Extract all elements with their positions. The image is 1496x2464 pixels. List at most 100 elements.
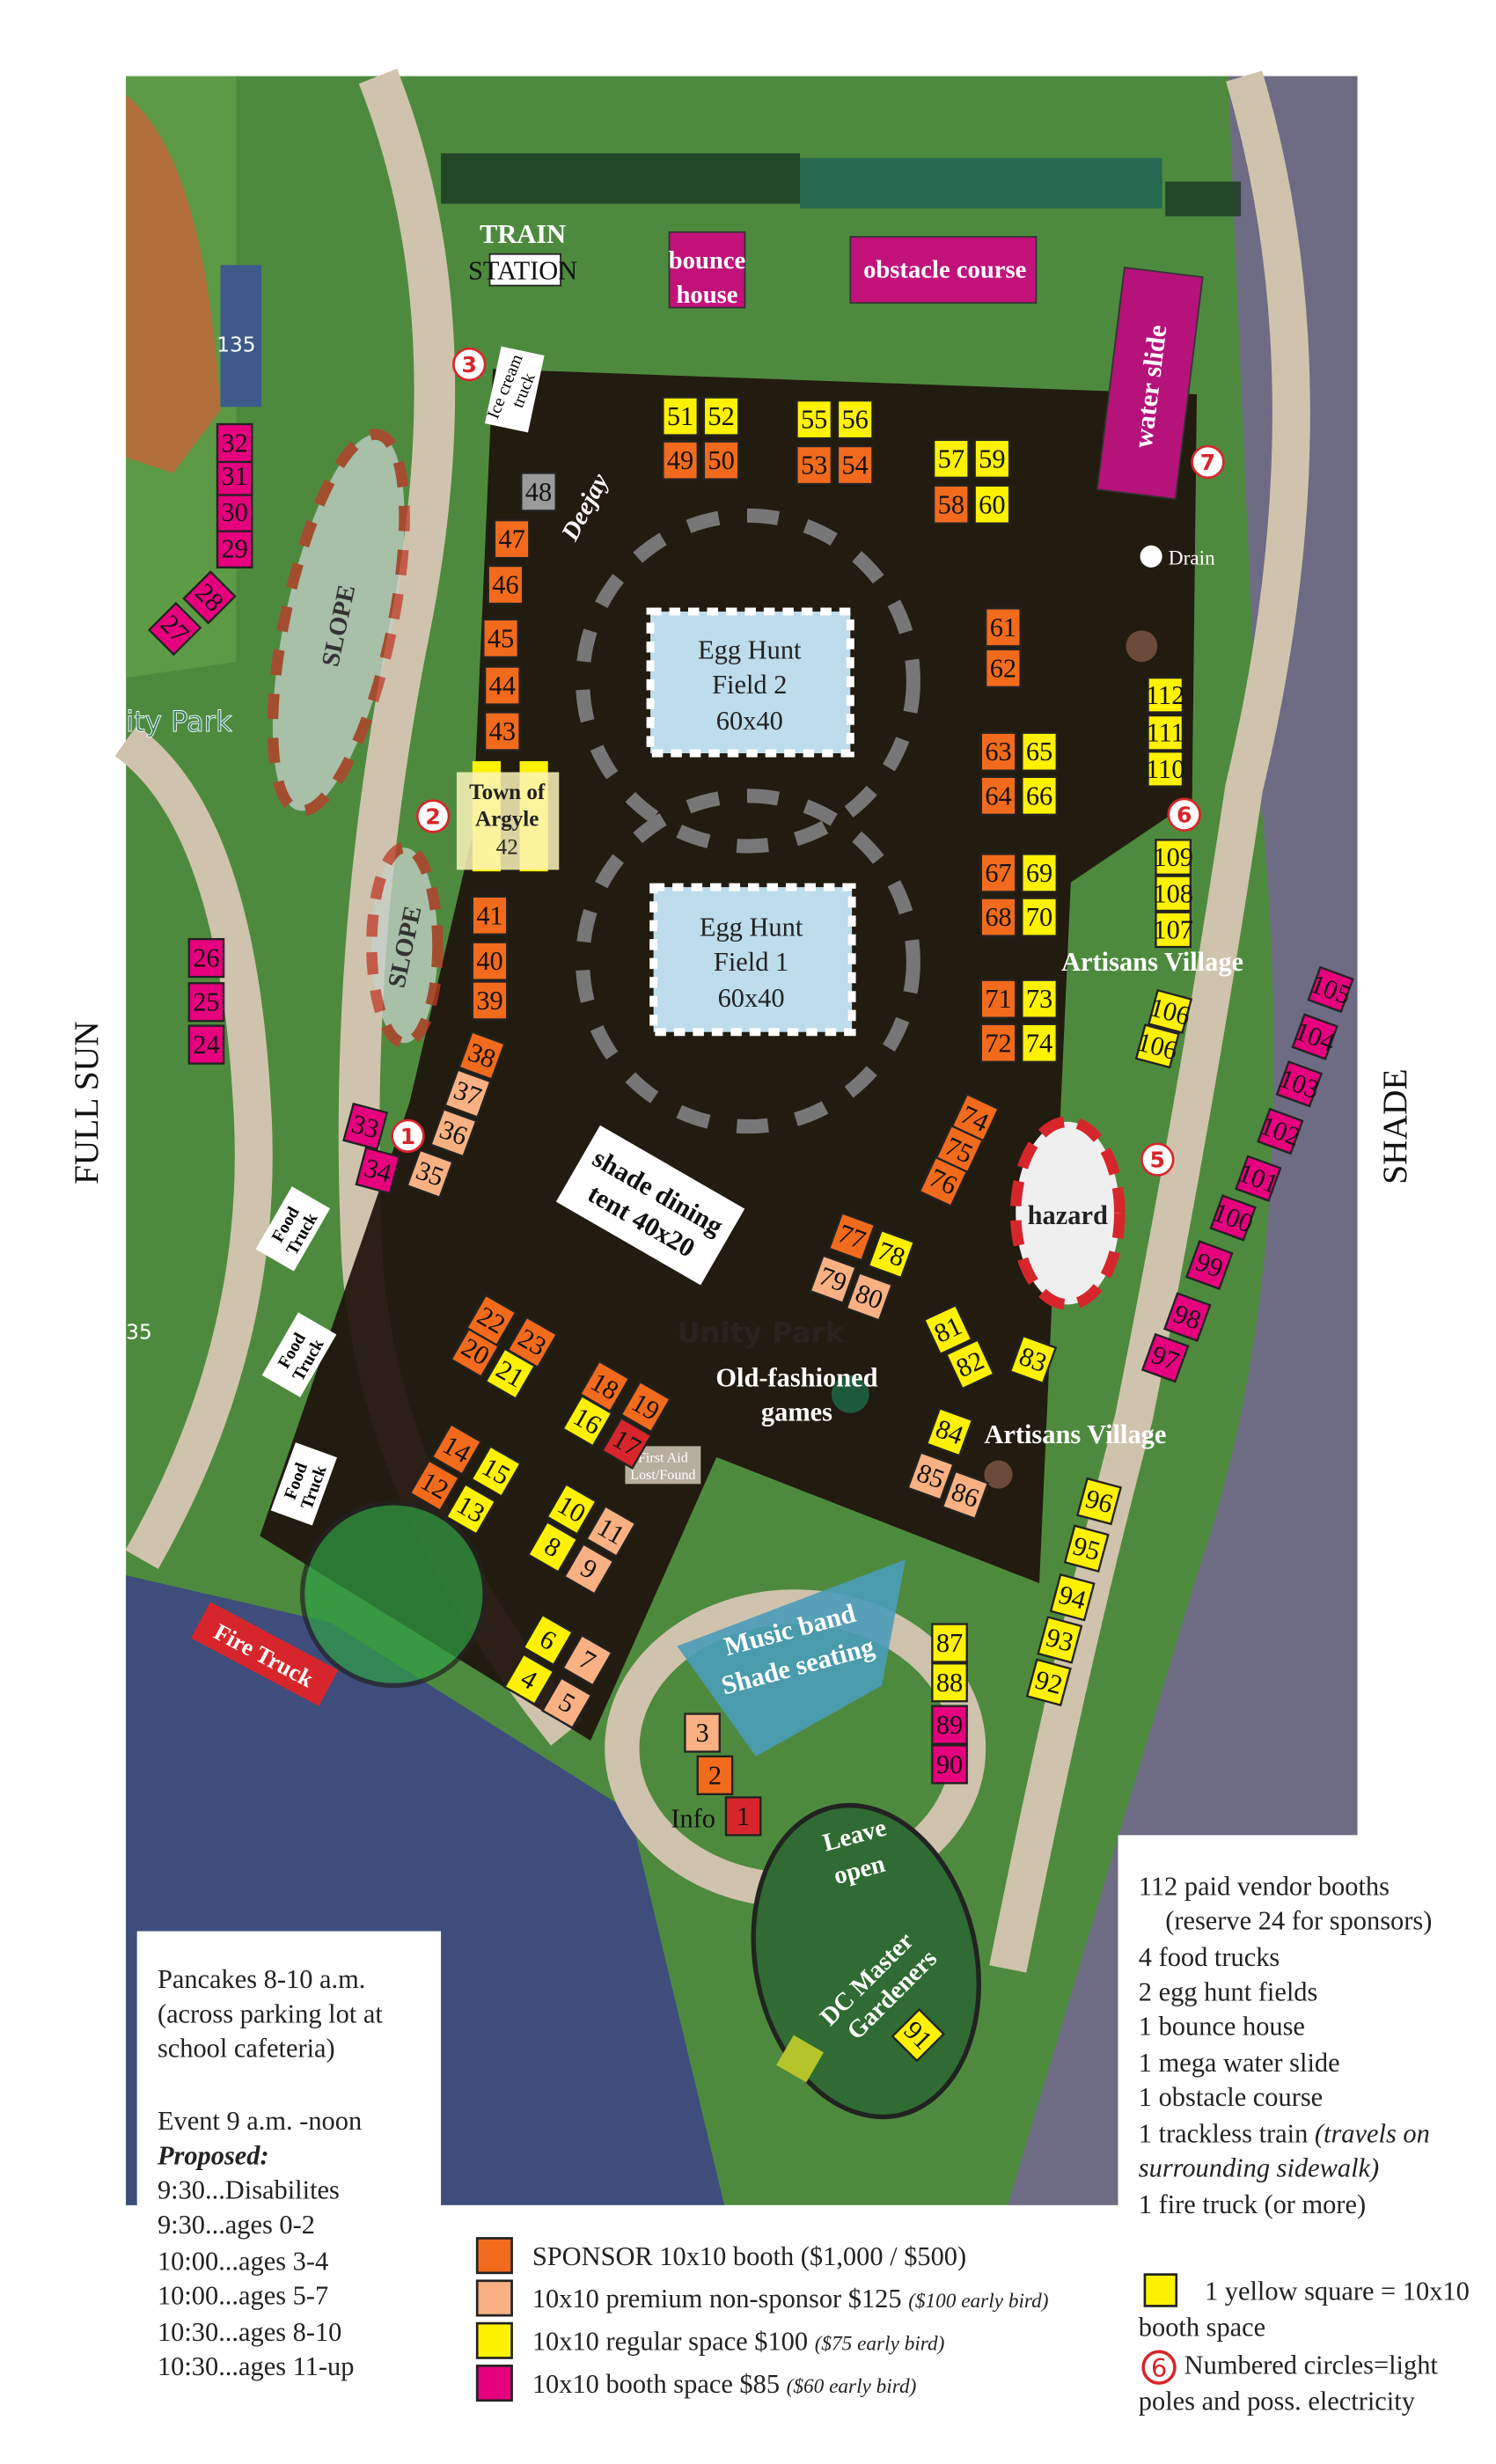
booth-10[interactable]: 10 (546, 1482, 598, 1536)
booth-90[interactable]: 90 (931, 1744, 968, 1785)
booth-71[interactable]: 71 (979, 979, 1017, 1019)
booth-68[interactable]: 68 (979, 897, 1017, 937)
booth-60[interactable]: 60 (973, 484, 1011, 524)
booth-65[interactable]: 65 (1021, 731, 1058, 772)
booth-51[interactable]: 51 (662, 396, 699, 436)
booth-39[interactable]: 39 (471, 980, 509, 1021)
booth-63[interactable]: 63 (979, 731, 1017, 772)
booth-7[interactable]: 7 (561, 1633, 613, 1687)
booth-104[interactable]: 104 (1290, 1013, 1339, 1060)
booth-31[interactable]: 31 (216, 456, 253, 496)
booth-66[interactable]: 66 (1021, 775, 1058, 816)
booth-23[interactable]: 23 (506, 1316, 559, 1369)
booth-108[interactable]: 108 (1153, 875, 1193, 913)
booth-3[interactable]: 3 (684, 1712, 721, 1753)
booth-44[interactable]: 44 (483, 665, 521, 706)
music-band-stage[interactable]: Music band Shade seating (677, 1559, 906, 1756)
booth-94[interactable]: 94 (1049, 1573, 1096, 1622)
booth-91[interactable]: 91 (891, 2007, 946, 2063)
booth-88[interactable]: 88 (931, 1662, 968, 1703)
booth-62[interactable]: 62 (985, 648, 1022, 689)
booth-64[interactable]: 64 (979, 775, 1017, 816)
booth-82[interactable]: 82 (944, 1338, 995, 1390)
booth-85[interactable]: 85 (906, 1450, 955, 1501)
booth-47[interactable]: 47 (493, 518, 531, 560)
booth-37[interactable]: 37 (444, 1068, 492, 1118)
booth-78[interactable]: 78 (867, 1228, 916, 1280)
booth-29[interactable]: 29 (216, 528, 253, 569)
booth-111[interactable]: 111 (1147, 714, 1184, 752)
food-truck[interactable]: Food Truck (255, 1186, 331, 1272)
bounce-house[interactable]: bounce house (668, 231, 746, 310)
booth-107[interactable]: 107 (1153, 911, 1193, 949)
booth-92[interactable]: 92 (1025, 1658, 1072, 1707)
booth-74[interactable]: 74 (1021, 1023, 1058, 1063)
booth-24[interactable]: 24 (187, 1024, 225, 1065)
booth-49[interactable]: 49 (662, 440, 699, 480)
booth-45[interactable]: 45 (482, 618, 519, 659)
booth-9[interactable]: 9 (562, 1542, 615, 1595)
booth-69[interactable]: 69 (1021, 853, 1058, 893)
booth-54[interactable]: 54 (836, 444, 874, 486)
booth-2[interactable]: 2 (696, 1755, 734, 1796)
booth-106[interactable]: 106 (1133, 1023, 1181, 1069)
booth-70[interactable]: 70 (1021, 897, 1058, 937)
booth-112[interactable]: 112 (1146, 676, 1184, 714)
booth-6[interactable]: 6 (522, 1613, 575, 1667)
booth-33[interactable]: 33 (342, 1102, 389, 1151)
booth-72[interactable]: 72 (979, 1023, 1017, 1063)
water-slide[interactable]: water slide (1096, 266, 1204, 501)
booth-15[interactable]: 15 (470, 1444, 523, 1499)
booth-5[interactable]: 5 (540, 1676, 593, 1730)
booth-50[interactable]: 50 (702, 440, 740, 480)
booth-8[interactable]: 8 (526, 1520, 579, 1573)
booth-22[interactable]: 22 (465, 1294, 517, 1347)
booth-81[interactable]: 81 (922, 1303, 973, 1356)
booth-96[interactable]: 96 (1076, 1477, 1123, 1526)
booth-58[interactable]: 58 (932, 484, 970, 524)
booth-97[interactable]: 97 (1140, 1332, 1190, 1383)
booth-32[interactable]: 32 (216, 422, 253, 464)
booth-1[interactable]: 1 (724, 1796, 762, 1837)
booth-19[interactable]: 19 (620, 1380, 672, 1434)
booth-98[interactable]: 98 (1162, 1292, 1212, 1343)
booth-55[interactable]: 55 (796, 399, 833, 440)
booth-56[interactable]: 56 (836, 399, 874, 440)
booth-67[interactable]: 67 (979, 853, 1017, 893)
booth-73[interactable]: 73 (1021, 979, 1058, 1019)
booth-83[interactable]: 83 (1008, 1334, 1058, 1385)
booth-35[interactable]: 35 (406, 1148, 454, 1199)
booth-26[interactable]: 26 (187, 937, 225, 979)
booth-109[interactable]: 109 (1153, 839, 1193, 876)
booth-87[interactable]: 87 (931, 1623, 968, 1663)
booth-14[interactable]: 14 (430, 1422, 483, 1476)
booth-89[interactable]: 89 (931, 1705, 968, 1745)
booth-52[interactable]: 52 (702, 396, 740, 436)
booth-11[interactable]: 11 (584, 1504, 637, 1558)
booth-48[interactable]: 48 (520, 472, 557, 512)
booth-21[interactable]: 21 (484, 1347, 537, 1401)
booth-12[interactable]: 12 (408, 1459, 461, 1513)
booth-77[interactable]: 77 (827, 1211, 876, 1262)
booth-36[interactable]: 36 (429, 1107, 478, 1158)
booth-17[interactable]: 17 (600, 1416, 653, 1470)
booth-38[interactable]: 38 (458, 1030, 506, 1081)
booth-43[interactable]: 43 (483, 711, 521, 752)
booth-84[interactable]: 84 (925, 1406, 974, 1457)
booth-42-town-of-argyle[interactable]: Town of Argyle 42 (456, 760, 560, 872)
booth-99[interactable]: 99 (1184, 1240, 1234, 1290)
shade-dining-tent[interactable]: shade dining tent 40x20 (555, 1125, 745, 1286)
booth-57[interactable]: 57 (932, 438, 970, 480)
booth-41[interactable]: 41 (471, 895, 509, 935)
booth-25[interactable]: 25 (187, 982, 225, 1023)
booth-27[interactable]: 27 (147, 601, 202, 656)
booth-95[interactable]: 95 (1063, 1524, 1110, 1573)
booth-34[interactable]: 34 (355, 1146, 401, 1195)
obstacle-course[interactable]: obstacle course (849, 236, 1038, 304)
booth-76[interactable]: 76 (918, 1155, 969, 1208)
booth-80[interactable]: 80 (845, 1271, 894, 1322)
booth-53[interactable]: 53 (796, 444, 833, 486)
booth-110[interactable]: 110 (1146, 751, 1184, 788)
booth-30[interactable]: 30 (216, 492, 253, 532)
booth-86[interactable]: 86 (941, 1470, 990, 1521)
